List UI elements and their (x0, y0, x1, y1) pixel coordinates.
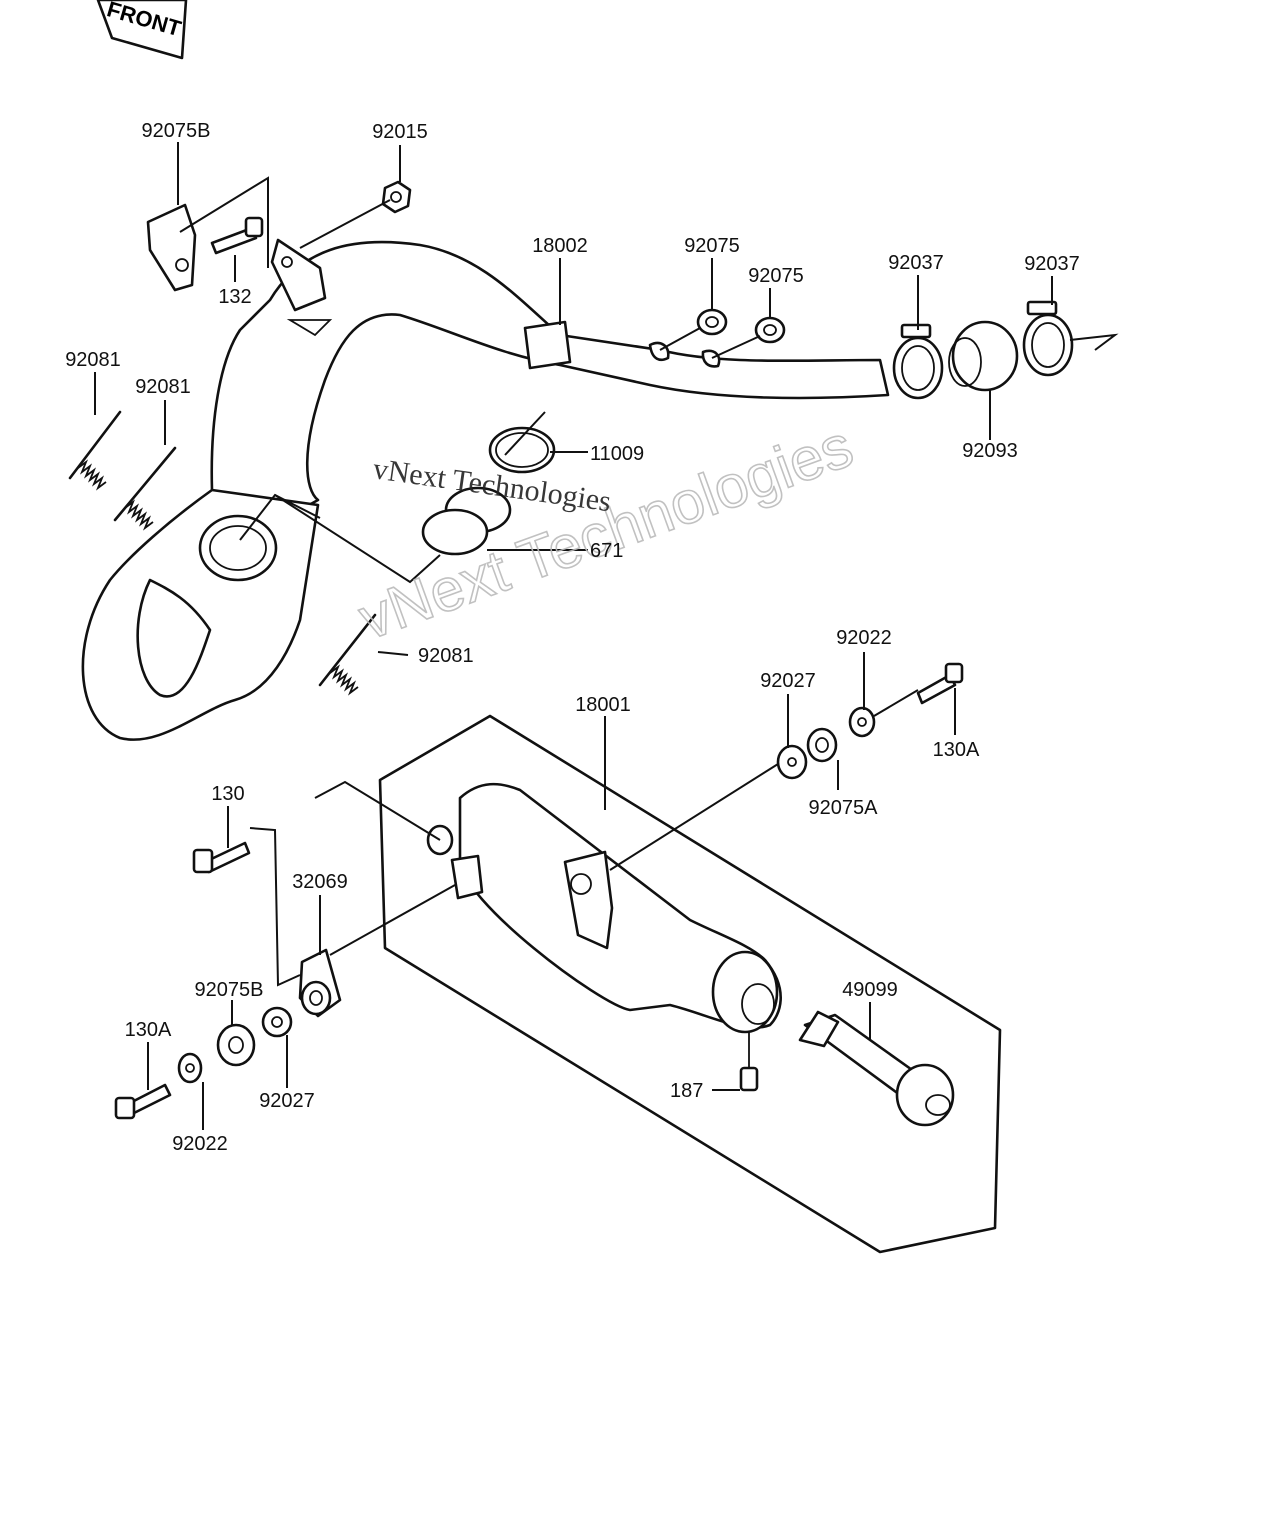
spring-92081-a (68, 410, 122, 491)
label-92075-a: 92075 (684, 235, 740, 257)
tailpipe-49099 (798, 1010, 955, 1127)
label-130: 130 (211, 783, 244, 805)
label-92015: 92015 (372, 121, 428, 143)
clamp-92037-b (1022, 300, 1074, 377)
label-18002: 18002 (532, 235, 588, 257)
washer-92027-top (776, 744, 808, 780)
bracket-32069 (298, 948, 342, 1018)
spring-92081-b (113, 446, 177, 531)
part-labels: 92075B 92015 132 18002 92075 92075 92037… (65, 120, 1080, 1155)
bolt-130A-bottom (114, 1083, 172, 1120)
o-ring-11009 (488, 426, 556, 474)
label-92093: 92093 (962, 440, 1018, 462)
label-11009: 11009 (590, 443, 644, 465)
label-92027-top: 92027 (760, 670, 816, 692)
label-92081-c: 92081 (418, 645, 474, 667)
leader-lines (94, 142, 1119, 1130)
bolt-130 (192, 841, 251, 874)
label-130A-top: 130A (933, 739, 980, 761)
bolt-132 (210, 216, 264, 255)
grommet-92075-b (754, 316, 786, 344)
nut-92015 (381, 180, 412, 214)
washer-92022-bottom (177, 1052, 203, 1084)
label-92075A: 92075A (809, 797, 879, 819)
label-92022-top: 92022 (836, 627, 892, 649)
grommet-92075-a (696, 308, 728, 336)
grommet-92075B-bottom (216, 1023, 256, 1067)
exhaust-pipe-18002 (81, 203, 890, 741)
spring-92081-c (318, 613, 377, 696)
front-direction-badge: FRONT (96, 0, 188, 60)
label-130A-bottom: 130A (125, 1019, 172, 1041)
label-92075B-top: 92075B (142, 120, 211, 142)
label-92022-bottom: 92022 (172, 1133, 228, 1155)
washer-92027-bottom (261, 1006, 293, 1038)
bolt-187 (739, 1032, 759, 1092)
label-92027-bottom: 92027 (259, 1090, 315, 1112)
label-18001: 18001 (575, 694, 631, 716)
label-92081-a: 92081 (65, 349, 121, 371)
label-92075-b: 92075 (748, 265, 804, 287)
label-92037-b: 92037 (1024, 253, 1080, 275)
gasket-671 (421, 486, 512, 556)
label-92075B-bottom: 92075B (195, 979, 264, 1001)
muffler-18001 (378, 714, 1002, 1254)
washer-92022-top (848, 706, 876, 738)
label-92081-b: 92081 (135, 376, 191, 398)
clamp-92037-a (892, 323, 944, 400)
label-92037-a: 92037 (888, 252, 944, 274)
label-187: 187 (670, 1080, 703, 1102)
joint-92093 (948, 320, 1019, 392)
label-49099: 49099 (842, 979, 898, 1001)
grommet-92075A (806, 727, 838, 763)
label-132: 132 (218, 286, 251, 308)
label-32069: 32069 (292, 871, 348, 893)
bolt-130A-top (916, 662, 964, 705)
label-671: 671 (590, 540, 623, 562)
